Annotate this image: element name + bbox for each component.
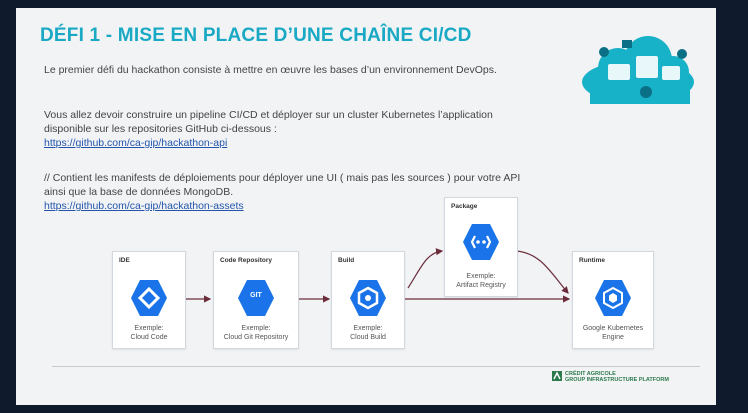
assets-text: // Contient les manifests de déploiement… [44, 172, 521, 198]
presentation-slide: DÉFI 1 - MISE EN PLACE D’UNE CHAÎNE CI/C… [16, 8, 716, 405]
package-box: Package Exemple: Artifact Registry [444, 197, 518, 297]
build-label: Build [338, 257, 355, 264]
ide-caption-1: Exemple: [134, 325, 164, 332]
git-icon: GIT [236, 278, 276, 318]
credit-agricole-mark-icon [552, 371, 562, 381]
runtime-caption-2: Engine [602, 334, 624, 341]
code-repository-label: Code Repository [220, 257, 273, 264]
kubernetes-engine-icon [593, 278, 633, 318]
hackathon-assets-link[interactable]: https://github.com/ca-gip/hackathon-asse… [44, 200, 244, 212]
credit-agricole-logo: CRÉDIT AGRICOLE GROUP INFRASTRUCTURE PLA… [552, 371, 669, 383]
package-label: Package [451, 203, 478, 210]
runtime-label: Runtime [579, 257, 605, 264]
build-box: Build Exemple: Cloud Build [331, 251, 405, 349]
package-caption-1: Exemple: [466, 273, 496, 280]
pipeline-text: Vous allez devoir construire un pipeline… [44, 109, 493, 135]
runtime-caption-1: Google Kubernetes [582, 325, 644, 332]
ide-label: IDE [119, 257, 130, 264]
ide-box: IDE Exemple: Cloud Code [112, 251, 186, 349]
slide-title: DÉFI 1 - MISE EN PLACE D’UNE CHAÎNE CI/C… [40, 25, 472, 46]
code-repository-caption-2: Cloud Git Repository [223, 334, 289, 341]
artifact-registry-icon [461, 222, 501, 262]
git-icon-text: GIT [250, 292, 262, 299]
cloud-devops-illustration [582, 36, 694, 104]
logo-line-2: GROUP INFRASTRUCTURE PLATFORM [565, 377, 669, 383]
runtime-box: Runtime Google Kubernetes Engine [572, 251, 654, 349]
code-repository-caption-1: Exemple: [241, 325, 271, 332]
build-caption-1: Exemple: [353, 325, 383, 332]
logo-line-1: CRÉDIT AGRICOLE [565, 371, 616, 377]
cloud-build-icon [348, 278, 388, 318]
ide-caption-2: Cloud Code [130, 334, 168, 341]
hackathon-api-link[interactable]: https://github.com/ca-gip/hackathon-api [44, 137, 228, 149]
cloud-code-icon [129, 278, 169, 318]
pipeline-paragraph: Vous allez devoir construire un pipeline… [44, 108, 504, 150]
package-caption-2: Artifact Registry [456, 282, 506, 289]
intro-paragraph: Le premier défi du hackathon consiste à … [44, 64, 497, 76]
code-repository-box: Code Repository GIT Exemple: Cloud Git R… [213, 251, 299, 349]
build-caption-2: Cloud Build [350, 334, 386, 341]
assets-paragraph: // Contient les manifests de déploiement… [44, 171, 544, 213]
footer-divider [52, 366, 700, 367]
